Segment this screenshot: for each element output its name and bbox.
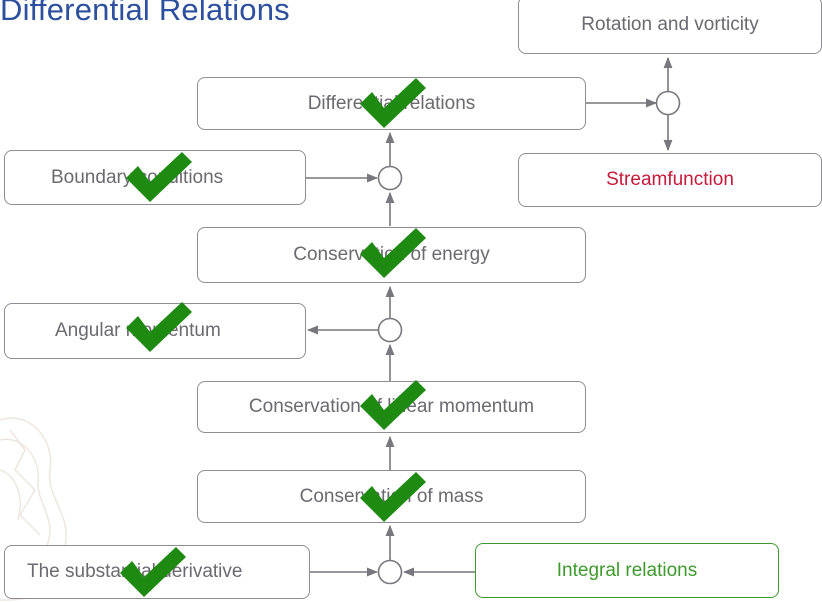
- junction-circle-angular: [377, 317, 403, 343]
- node-boundary-conditions: Boundary conditions: [4, 150, 306, 205]
- node-rotation-and-vorticity: Rotation and vorticity: [518, 0, 822, 54]
- junction-circle-diffrel: [377, 165, 403, 191]
- node-integral-relations: Integral relations: [475, 543, 779, 598]
- node-streamfunction: Streamfunction: [518, 153, 822, 207]
- node-conservation-of-mass: Conservation of mass: [197, 470, 586, 523]
- node-conservation-of-energy: Conservation of energy: [197, 227, 586, 283]
- node-angular-momentum: Angular momentum: [4, 303, 306, 359]
- junction-circle-bottom: [377, 559, 403, 585]
- node-differential-relations: Differential relations: [197, 77, 586, 130]
- junction-circle-right: [655, 90, 681, 116]
- node-substantial-derivative: The substantial derivative: [4, 545, 310, 599]
- page-title: Differential Relations: [0, 0, 290, 27]
- node-conservation-of-linear-momentum: Conservation of linear momentum: [197, 381, 586, 433]
